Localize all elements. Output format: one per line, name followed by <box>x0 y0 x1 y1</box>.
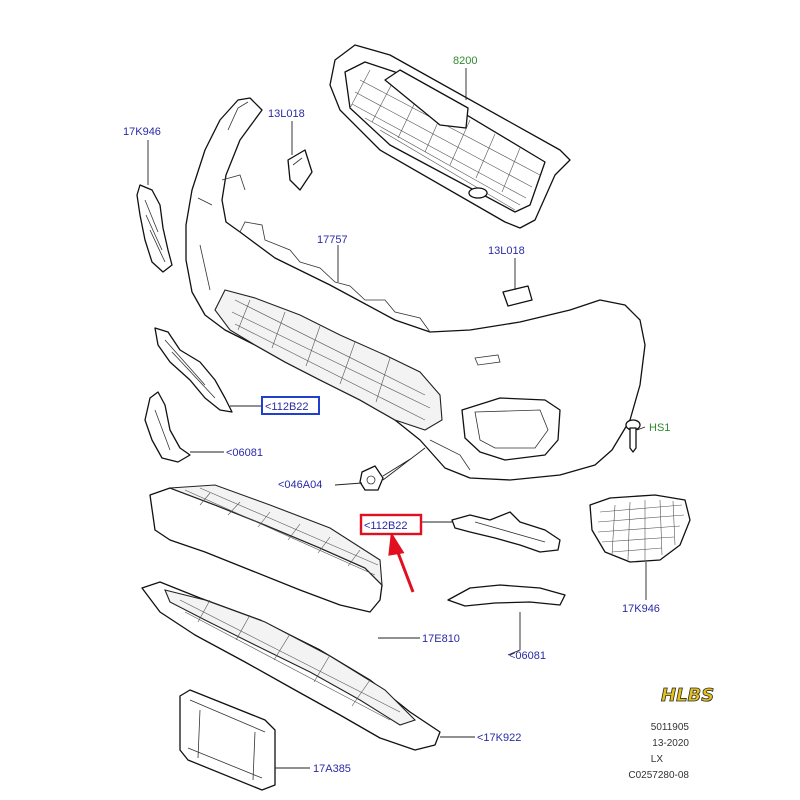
bracket-left <box>154 327 233 413</box>
reference-line-3: LX <box>651 754 664 765</box>
energy-absorber-beam <box>149 484 383 613</box>
clip <box>359 465 384 491</box>
tow-hook-cover-lower <box>502 285 533 307</box>
label-plate-bracket[interactable]: 17A385 <box>313 763 351 775</box>
side-grille-trim-left <box>136 184 173 273</box>
reference-line-2: 13-2020 <box>652 738 689 749</box>
label-lower-beam[interactable]: 17E810 <box>422 633 460 645</box>
label-clip[interactable]: <046A04 <box>278 479 322 491</box>
label-screw[interactable]: HS1 <box>649 422 670 434</box>
front-grille <box>329 44 571 229</box>
label-cover-right[interactable]: 13L018 <box>488 245 525 257</box>
label-bumper-cover[interactable]: 17757 <box>317 234 348 246</box>
bracket-left-highlight <box>261 396 320 415</box>
label-cover-top[interactable]: 13L018 <box>268 108 305 120</box>
bracket-right-highlight <box>359 513 423 536</box>
label-valance[interactable]: <17K922 <box>477 732 521 744</box>
reference-line-4: C0257280-08 <box>628 770 689 781</box>
lower-trim-left <box>144 391 191 463</box>
label-trim-right[interactable]: <06081 <box>509 650 546 662</box>
bracket-right <box>451 511 561 553</box>
reference-line-1: 5011905 <box>651 722 690 733</box>
label-side-trim-left[interactable]: 17K946 <box>123 126 161 138</box>
callout-arrow <box>388 531 415 593</box>
label-trim-left[interactable]: <06081 <box>226 447 263 459</box>
label-fog-grille[interactable]: 17K946 <box>622 603 660 615</box>
screw <box>625 419 641 453</box>
label-bracket-left[interactable]: <112B22 <box>265 401 309 413</box>
tow-hook-cover-upper <box>287 149 313 191</box>
leader-lines <box>147 68 647 769</box>
fog-lamp-grille <box>589 494 691 563</box>
reference-block: 5011905 13-2020 LX C0257280-08 <box>628 722 689 781</box>
lower-valance <box>141 581 441 751</box>
label-bracket-right[interactable]: <112B22 <box>364 520 408 532</box>
bumper-cover <box>185 97 646 481</box>
license-plate-bracket <box>179 689 276 791</box>
lower-trim-right <box>447 584 566 607</box>
watermark: HLBS <box>661 685 714 706</box>
label-grille[interactable]: 8200 <box>453 55 477 67</box>
